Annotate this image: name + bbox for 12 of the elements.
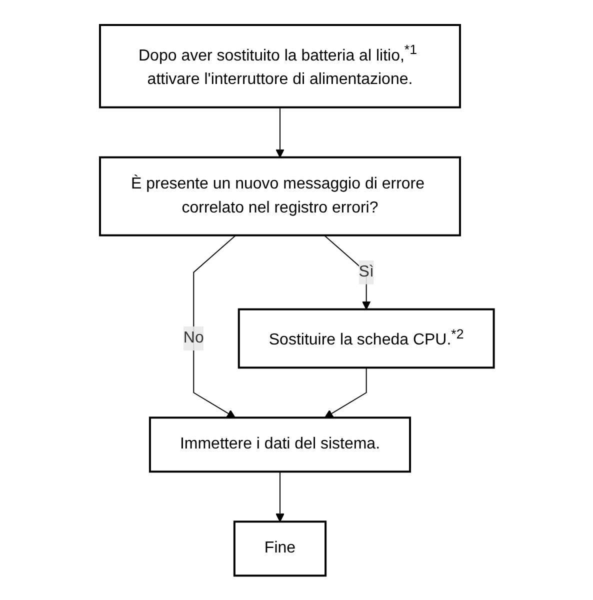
- arrow: [324, 366, 366, 418]
- node-box: Dopo aver sostituito la batteria al litio,$^{*1}$ attivare l'interruttore di alimentazione.: [98, 24, 461, 108]
- node-box: Sostituire la scheda CPU.$^{*2}$: [237, 308, 494, 368]
- arrow: [192, 234, 236, 418]
- node-box: Immettere i dati del sistema.: [148, 416, 411, 472]
- node-box: Fine: [233, 520, 326, 576]
- edge-label: Sì: [358, 262, 374, 280]
- arrow: [323, 234, 370, 310]
- arrow: [275, 470, 284, 522]
- node-box: È presente un nuovo messaggio di errore correlato nel registro errori?: [98, 156, 461, 236]
- arrow: [275, 106, 284, 158]
- edge-label: No: [183, 329, 204, 346]
